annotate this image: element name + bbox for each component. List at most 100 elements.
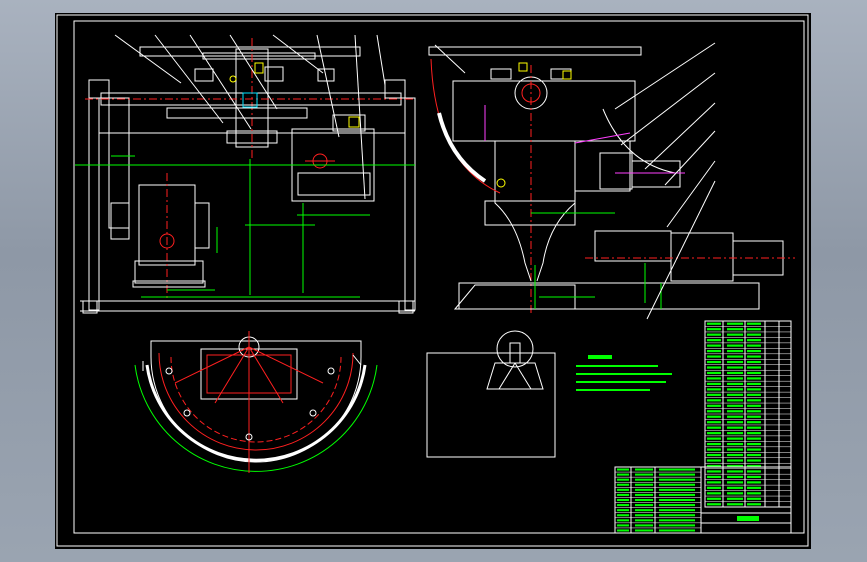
table-cell-text [635, 498, 653, 502]
table-cell-text [727, 503, 743, 506]
table-cell-text [635, 493, 653, 496]
title-block-rows [615, 468, 701, 532]
table-cell-text [727, 459, 743, 462]
table-cell-text [707, 382, 721, 386]
table-cell-text [747, 333, 761, 336]
table-cell-text [707, 464, 721, 468]
table-cell-text [659, 483, 695, 486]
table-cell-text [727, 328, 743, 331]
table-cell-text [707, 322, 721, 325]
technical-notes [576, 355, 672, 391]
detail-view [426, 330, 556, 458]
table-cell-text [727, 448, 743, 451]
table-cell-text [727, 442, 743, 446]
table-cell-text [747, 393, 761, 396]
table-cell-text [659, 514, 695, 517]
table-cell-text [617, 493, 629, 496]
table-cell-text [659, 473, 695, 476]
table-cell-text [617, 488, 629, 491]
table-cell-text [727, 349, 743, 353]
table-cell-text [635, 488, 653, 491]
table-cell-text [727, 481, 743, 484]
table-cell-text [635, 504, 653, 507]
table-cell-text [727, 333, 743, 336]
table-cell-text [727, 404, 743, 407]
cad-viewport[interactable] [55, 13, 811, 549]
table-cell-text [747, 344, 761, 347]
table-cell-text [747, 360, 761, 364]
table-cell-text [707, 371, 721, 375]
sheet-inner-border [73, 20, 805, 534]
table-cell-text [707, 399, 721, 402]
table-cell-text [747, 349, 761, 353]
table-cell-text [727, 339, 743, 342]
table-cell-text [747, 404, 761, 407]
table-cell-text [727, 355, 743, 358]
table-cell-text [659, 493, 695, 496]
table-cell-text [727, 486, 743, 489]
table-cell-text [747, 459, 761, 462]
table-cell-text [747, 366, 761, 369]
table-cell-text [659, 529, 695, 532]
table-cell-text [727, 393, 743, 396]
table-cell-text [707, 497, 721, 500]
table-cell-text [635, 473, 653, 476]
table-cell-text [659, 519, 695, 522]
table-cell-text [659, 478, 695, 481]
table-cell-text [659, 509, 695, 512]
table-cell-text [747, 355, 761, 358]
table-cell-text [747, 470, 761, 473]
table-cell-text [707, 421, 721, 424]
table-cell-text [747, 437, 761, 440]
table-cell-text [727, 497, 743, 500]
drawing-canvas [56, 14, 809, 547]
table-cell-text [747, 464, 761, 468]
table-cell-text [747, 492, 761, 495]
table-cell-text [747, 448, 761, 451]
table-cell-text [707, 432, 721, 435]
table-cell-text [707, 388, 721, 391]
table-cell-text [617, 468, 629, 471]
table-cell-text [617, 529, 629, 532]
table-cell-text [635, 483, 653, 486]
table-cell-text [707, 366, 721, 369]
table-cell-text [707, 355, 721, 358]
table-cell-text [617, 473, 629, 476]
table-cell-text [659, 524, 695, 527]
side-view [428, 42, 795, 320]
table-cell-text [617, 524, 629, 527]
table-cell-text [635, 514, 653, 517]
table-cell-text [727, 453, 743, 457]
table-cell-text [747, 426, 761, 429]
table-cell-text [707, 328, 721, 331]
sheet-outer-border [56, 14, 809, 547]
table-cell-text [635, 519, 653, 522]
table-cell-text [707, 453, 721, 457]
table-cell-text [707, 459, 721, 462]
table-cell-text [707, 415, 721, 418]
table-cell-text [707, 426, 721, 429]
table-cell-text [727, 470, 743, 473]
table-cell-text [617, 509, 629, 512]
table-cell-text [707, 410, 721, 413]
table-cell-text [635, 524, 653, 527]
table-cell-text [727, 432, 743, 435]
table-cell-text [747, 453, 761, 457]
table-cell-text [727, 475, 743, 479]
table-cell-text [727, 492, 743, 495]
table-cell-text [707, 442, 721, 446]
table-cell-text [659, 468, 695, 471]
table-cell-text [727, 399, 743, 402]
table-cell-text [659, 504, 695, 507]
table-cell-text [747, 382, 761, 386]
table-cell-text [617, 504, 629, 507]
table-cell-text [747, 486, 761, 489]
table-cell-text [747, 421, 761, 424]
table-cell-text [707, 481, 721, 484]
table-cell-text [747, 322, 761, 325]
table-cell-text [727, 437, 743, 440]
table-cell-text [727, 388, 743, 391]
plan-view [134, 331, 378, 473]
parts-list-rows [705, 322, 791, 506]
table-cell-text [659, 498, 695, 502]
